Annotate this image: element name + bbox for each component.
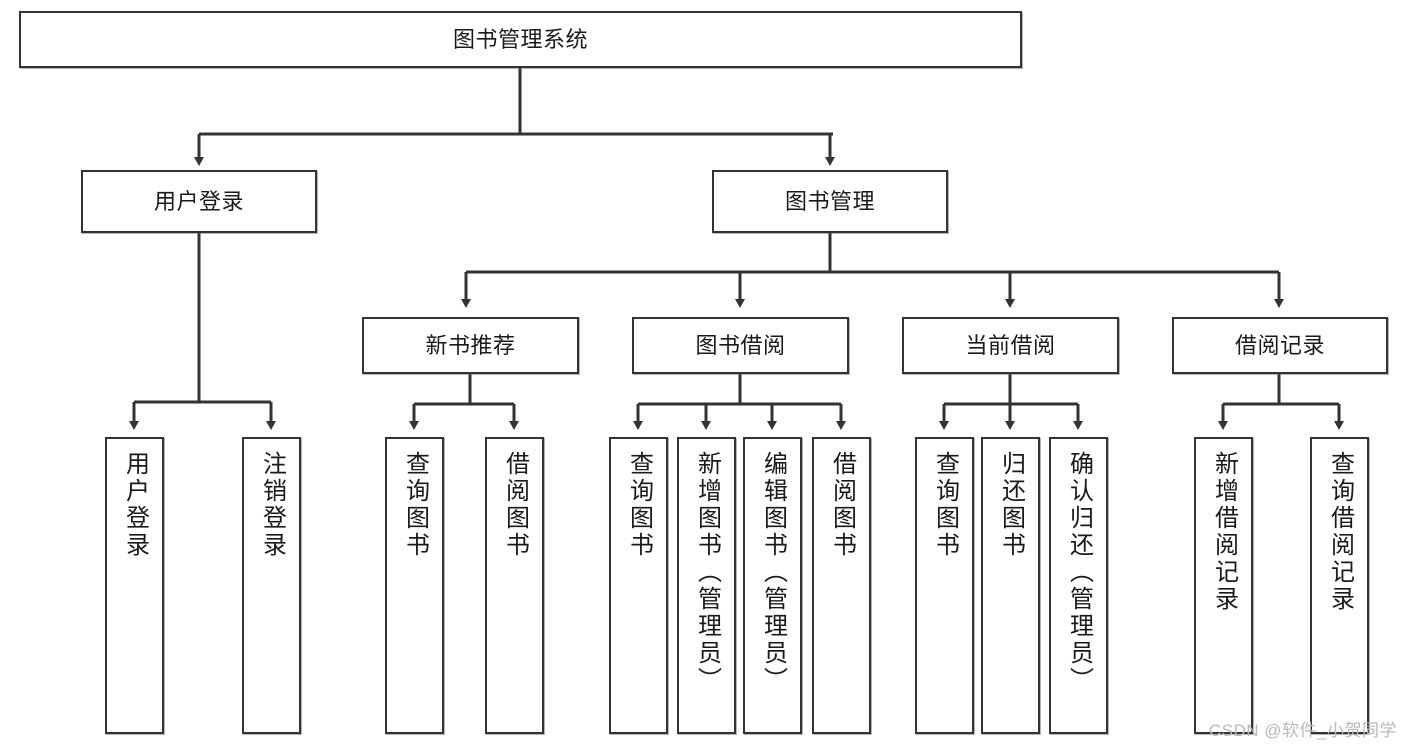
node-book-borrow[interactable]: 图书借阅 [632,317,849,374]
leaf-edit-book-admin-label: 编辑图书（管理员） [759,451,787,694]
leaf-return-book-label: 归还图书 [997,451,1025,559]
node-borrow-record[interactable]: 借阅记录 [1172,317,1388,374]
watermark: CSDN @软件_小贺同学 [1208,721,1397,740]
node-root-label: 图书管理系统 [452,26,588,52]
leaf-confirm-return-admin-label: 确认归还（管理员） [1065,451,1093,694]
node-book-management-label: 图书管理 [784,188,875,214]
node-current-borrow-label: 当前借阅 [965,332,1056,358]
leaf-add-borrow-record-label: 新增借阅记录 [1210,451,1238,613]
node-book-borrow-label: 图书借阅 [695,332,786,358]
node-new-book-recommend-label: 新书推荐 [425,332,516,358]
leaf-logout[interactable]: 注销登录 [242,437,301,734]
leaf-borrow-book[interactable]: 借阅图书 [812,437,871,734]
leaf-query-book-borrow[interactable]: 查询图书 [609,437,668,734]
leaf-confirm-return-admin[interactable]: 确认归还（管理员） [1049,437,1108,734]
leaf-query-book-current[interactable]: 查询图书 [915,437,974,734]
leaf-query-borrow-record[interactable]: 查询借阅记录 [1310,437,1369,734]
node-new-book-recommend[interactable]: 新书推荐 [362,317,579,374]
leaf-query-book-current-label: 查询图书 [931,451,959,559]
leaf-edit-book-admin[interactable]: 编辑图书（管理员） [743,437,802,734]
leaf-query-book-recommend-label: 查询图书 [401,451,429,559]
leaf-return-book[interactable]: 归还图书 [981,437,1040,734]
leaf-borrow-book-recommend-label: 借阅图书 [501,451,529,559]
leaf-add-book-admin[interactable]: 新增图书（管理员） [677,437,736,734]
leaf-user-login-label: 用户登录 [121,451,149,559]
leaf-borrow-book-recommend[interactable]: 借阅图书 [485,437,544,734]
leaf-add-borrow-record[interactable]: 新增借阅记录 [1194,437,1253,734]
leaf-user-login[interactable]: 用户登录 [105,437,164,734]
leaf-add-book-admin-label: 新增图书（管理员） [693,451,721,694]
node-user-login[interactable]: 用户登录 [81,170,317,233]
leaf-query-book-recommend[interactable]: 查询图书 [385,437,444,734]
leaf-query-book-borrow-label: 查询图书 [625,451,653,559]
node-borrow-record-label: 借阅记录 [1234,332,1325,358]
leaf-logout-label: 注销登录 [258,451,286,559]
node-book-management[interactable]: 图书管理 [712,170,948,233]
node-current-borrow[interactable]: 当前借阅 [902,317,1119,374]
node-root[interactable]: 图书管理系统 [19,11,1022,68]
node-user-login-label: 用户登录 [153,188,244,214]
leaf-query-borrow-record-label: 查询借阅记录 [1326,451,1354,613]
leaf-borrow-book-label: 借阅图书 [828,451,856,559]
